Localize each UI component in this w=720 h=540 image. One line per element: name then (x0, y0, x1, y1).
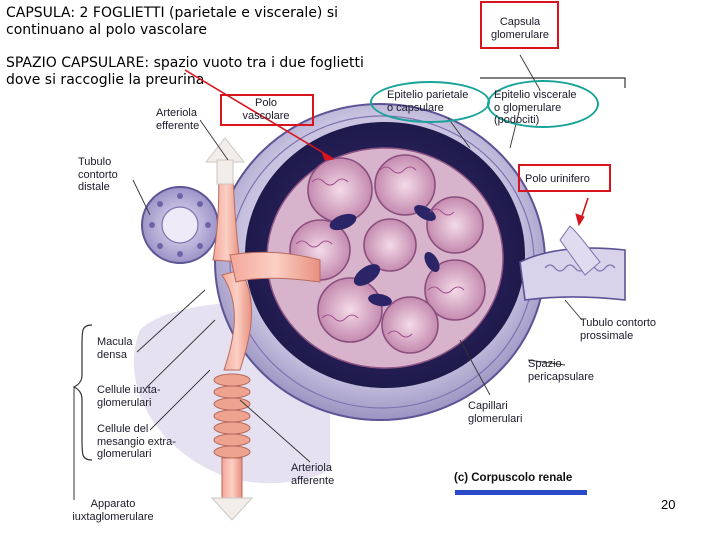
capsule-text: CAPSULA: 2 FOGLIETTI (parietale e viscer… (6, 5, 339, 38)
label-capillari-glomerulari: Capillari glomerulari (468, 400, 523, 425)
label-apparato-iuxtaglomerulare: Apparato iuxtaglomerulare (72, 498, 154, 523)
label-tubulo-prossimale: Tubulo contorto prossimale (580, 317, 657, 342)
capsular-space-text: SPAZIO CAPSULARE: spazio vuoto tra i due… (6, 55, 364, 88)
polo-urinifero-highlight (518, 164, 611, 192)
label-epitelio-viscerale: Epitelio viscerale o glomerulare (podoci… (494, 89, 577, 126)
label-polo-vascolare: Polo vascolare (242, 97, 290, 122)
label-polo-urinifero: Polo urinifero (525, 173, 590, 185)
label-cellule-iuxtaglomerulari: Cellule iuxta- glomerulari (97, 384, 161, 409)
label-arteriola-efferente: Arteriola efferente (156, 107, 200, 132)
label-epitelio-parietale: Epitelio parietale o capsulare (387, 89, 469, 114)
epitelio-viscerale-ellipse (487, 80, 599, 128)
capsula-glomerulare-highlight (480, 1, 559, 49)
label-arteriola-afferente: Arteriola afferente (291, 462, 335, 487)
label-macula-densa: Macula densa (97, 336, 133, 361)
diagram-caption: (c) Corpuscolo renale (454, 472, 573, 484)
label-capsula-glomerulare: Capsula glomerulare (490, 16, 550, 41)
label-tubulo-distale: Tubulo contorto distale (78, 156, 118, 193)
label-spazio-pericapsulare: Spazio pericapsulare (528, 358, 595, 383)
caption-underline-bar (455, 490, 587, 495)
label-cellule-mesangio: Cellule del mesangio extra- glomerulari (97, 423, 176, 460)
page-number: 20 (661, 497, 676, 512)
polo-vascolare-highlight (220, 94, 314, 126)
